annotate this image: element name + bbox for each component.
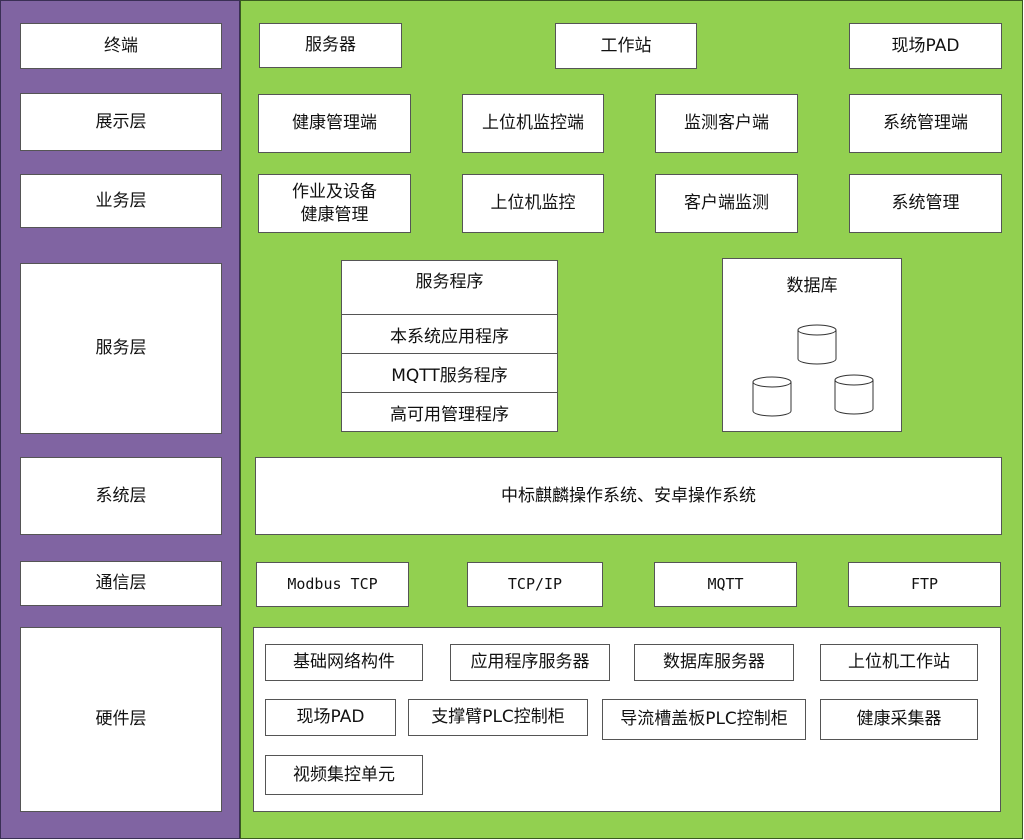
presentation-health: 健康管理端 xyxy=(258,94,411,153)
program-mqtt: MQTT服务程序 xyxy=(342,353,557,392)
comm-modbus: Modbus TCP xyxy=(256,562,409,607)
comm-tcpip: TCP/IP xyxy=(467,562,603,607)
hw-network: 基础网络构件 xyxy=(265,644,423,681)
hw-workstation: 上位机工作站 xyxy=(820,644,978,681)
system-os: 中标麒麟操作系统、安卓操作系统 xyxy=(255,457,1002,535)
layer-hardware: 硬件层 xyxy=(20,627,222,812)
layer-business: 业务层 xyxy=(20,174,222,228)
presentation-admin: 系统管理端 xyxy=(849,94,1002,153)
database-title: 数据库 xyxy=(786,276,838,296)
service-program-title: 服务程序 xyxy=(415,272,484,292)
hw-video-unit: 视频集控单元 xyxy=(265,755,423,795)
hw-health-collector: 健康采集器 xyxy=(820,699,978,740)
hw-chute-plc: 导流槽盖板PLC控制柜 xyxy=(602,699,806,740)
layer-service: 服务层 xyxy=(20,263,222,434)
presentation-monitor: 上位机监控端 xyxy=(462,94,604,153)
comm-mqtt: MQTT xyxy=(654,562,797,607)
terminal-field-pad: 现场PAD xyxy=(849,23,1002,69)
database-cylinder-icon xyxy=(797,324,837,365)
hw-db-server: 数据库服务器 xyxy=(634,644,794,681)
hw-app-server: 应用程序服务器 xyxy=(450,644,610,681)
comm-ftp: FTP xyxy=(848,562,1001,607)
presentation-client: 监测客户端 xyxy=(655,94,798,153)
business-monitor: 上位机监控 xyxy=(462,174,604,233)
program-app: 本系统应用程序 xyxy=(342,314,557,353)
layer-presentation: 展示层 xyxy=(20,93,222,151)
program-ha: 高可用管理程序 xyxy=(342,392,557,432)
layer-communication: 通信层 xyxy=(20,561,222,606)
terminal-server: 服务器 xyxy=(259,23,402,68)
layer-terminal: 终端 xyxy=(20,23,222,69)
hw-arm-plc: 支撑臂PLC控制柜 xyxy=(408,699,588,736)
layer-system: 系统层 xyxy=(20,457,222,535)
database-cylinder-icon xyxy=(834,374,874,415)
business-client: 客户端监测 xyxy=(655,174,798,233)
terminal-workstation: 工作站 xyxy=(555,23,697,69)
hw-field-pad: 现场PAD xyxy=(265,699,396,736)
business-admin: 系统管理 xyxy=(849,174,1002,233)
service-program-stack: 服务程序 本系统应用程序 MQTT服务程序 高可用管理程序 xyxy=(341,260,558,432)
business-health: 作业及设备 健康管理 xyxy=(258,174,411,233)
database-cylinder-icon xyxy=(752,376,792,417)
